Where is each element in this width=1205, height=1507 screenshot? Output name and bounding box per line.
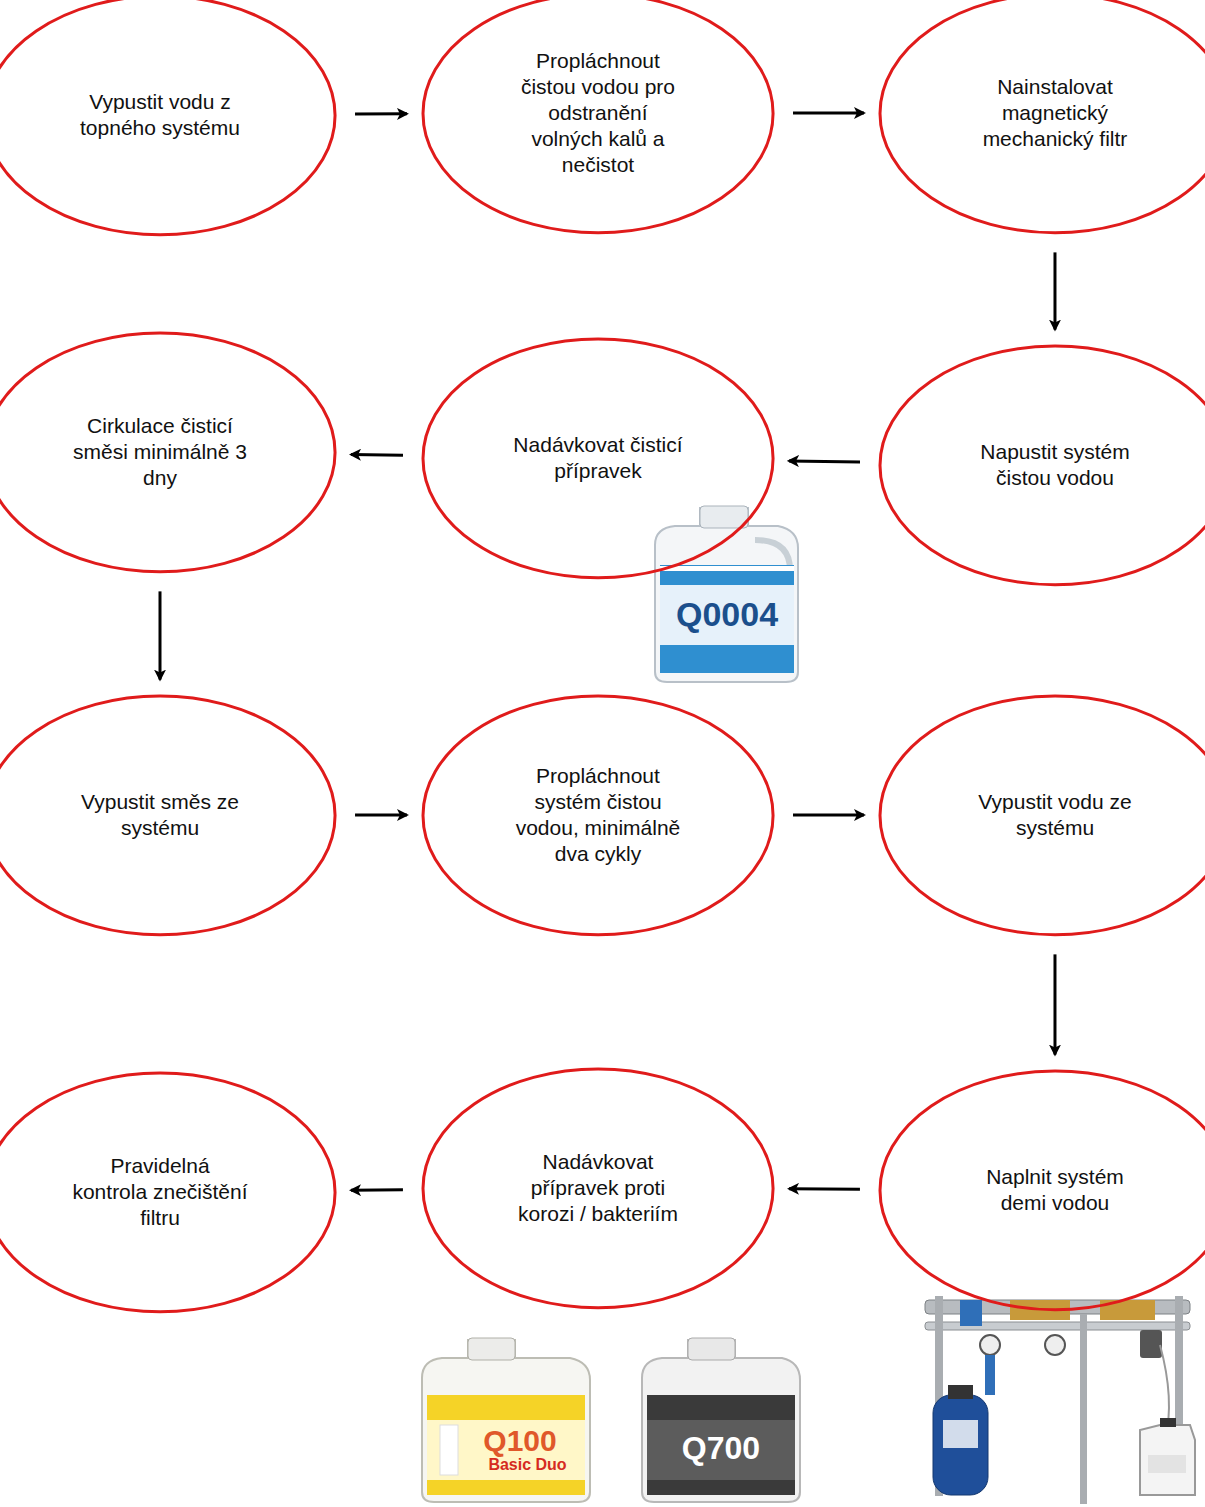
inhibitor-bottle	[422, 1338, 590, 1502]
step-text: Nadávkovat přípravek proti korozi / bakt…	[510, 1149, 686, 1227]
flow-arrow	[789, 1187, 860, 1190]
process-ellipse: Cirkulace čisticí směsi minimálně 3 dny	[0, 331, 337, 574]
step-text: Vypustit vodu z topného systému	[72, 89, 248, 141]
process-ellipse: Propláchnout čistou vodou pro odstranění…	[421, 0, 775, 234]
flow-arrow	[793, 813, 864, 816]
process-ellipse: Vypustit vodu ze systému	[878, 694, 1205, 937]
step-text: Nainstalovat magnetický mechanický filtr	[967, 74, 1143, 152]
flow-arrow	[159, 591, 162, 679]
flow-arrow	[789, 461, 860, 462]
ellipse-outline	[878, 694, 1205, 937]
process-ellipse: Pravidelná kontrola znečištění filtru	[0, 1071, 337, 1314]
step-text: Nadávkovat čisticí přípravek	[510, 432, 686, 484]
process-ellipse: Naplnit systém demi vodou	[878, 1069, 1205, 1312]
flow-arrow	[351, 453, 403, 457]
step-text: Napustit systém čistou vodou	[967, 439, 1143, 491]
product-label: Q0004	[660, 596, 794, 633]
process-ellipse: Vypustit směs ze systému	[0, 694, 337, 937]
flow-arrow	[355, 813, 407, 816]
step-text: Vypustit směs ze systému	[72, 789, 248, 841]
step-text: Vypustit vodu ze systému	[967, 789, 1143, 841]
process-ellipse: Vypustit vodu z topného systému	[0, 0, 337, 236]
process-ellipse: Nainstalovat magnetický mechanický filtr	[878, 0, 1205, 234]
ellipse-outline	[878, 1069, 1205, 1312]
step-text: Naplnit systém demi vodou	[967, 1164, 1143, 1216]
product-label: Basic Duo	[470, 1456, 585, 1474]
flow-arrow	[793, 112, 864, 115]
ellipse-outline	[878, 344, 1205, 587]
step-text: Propláchnout systém čistou vodou, minimá…	[510, 763, 686, 867]
ellipse-outline	[421, 694, 775, 937]
flow-arrow	[1053, 954, 1056, 1054]
flow-arrow	[351, 1188, 403, 1191]
ellipse-outline	[421, 337, 775, 580]
flow-arrow	[1053, 252, 1056, 329]
flow-arrow	[355, 112, 407, 115]
product-label: Q100	[460, 1424, 580, 1457]
cleaner-bottle	[655, 506, 798, 682]
step-text: Propláchnout čistou vodou pro odstranění…	[510, 48, 686, 178]
process-ellipse: Nadávkovat čisticí přípravek	[421, 337, 775, 580]
process-ellipse: Propláchnout systém čistou vodou, minimá…	[421, 694, 775, 937]
process-ellipse: Nadávkovat přípravek proti korozi / bakt…	[421, 1067, 775, 1310]
ellipse-outline	[0, 694, 337, 937]
step-text: Cirkulace čisticí směsi minimálně 3 dny	[72, 413, 248, 491]
step-text: Pravidelná kontrola znečištění filtru	[72, 1153, 248, 1231]
process-ellipse: Napustit systém čistou vodou	[878, 344, 1205, 587]
product-label: Q700	[647, 1431, 795, 1466]
biocide-bottle	[642, 1338, 800, 1502]
demi-water-station	[925, 1296, 1195, 1504]
